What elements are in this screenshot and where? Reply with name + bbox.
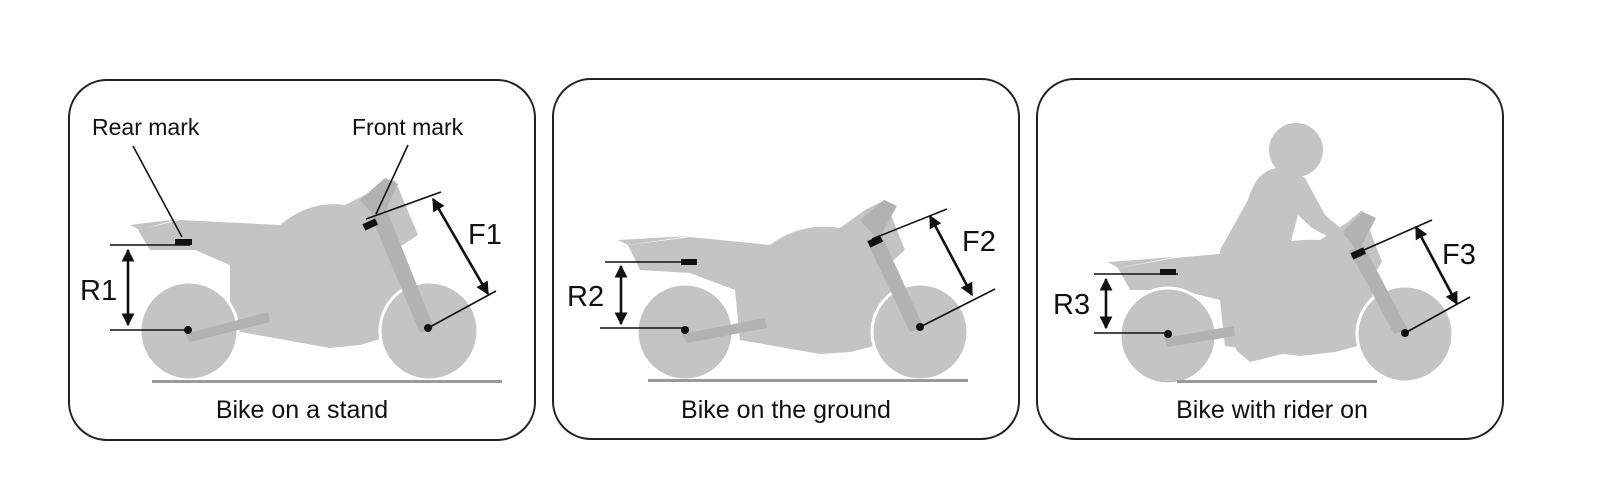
front-mark [362,218,379,231]
panel-frame [1036,78,1504,440]
rear-axle-dot [1164,330,1172,338]
rear-measure-label: R3 [1053,289,1090,321]
rear-mark-label: Rear mark [92,114,200,140]
front-measure-label: F1 [468,219,502,251]
rear-mark [175,239,192,245]
ground [648,379,968,382]
front-measure-label: F2 [962,226,996,258]
motorcycle-silhouette [618,200,970,382]
panel-frame [552,78,1020,440]
panel-caption: Bike on the ground [681,396,891,424]
motorcycle-silhouette [130,178,480,382]
panel-frame [68,79,536,441]
panel-bike-with-rider: R3 F3 Bike with rider on [1036,78,1504,440]
ground-stand [152,380,502,383]
front-mark-label: Front mark [352,114,464,140]
measurement-lines [1094,219,1471,334]
panel-bike-on-ground: R2 F2 Bike on the ground [552,78,1020,440]
ground [1177,380,1377,383]
measurement-lines [600,208,996,329]
front-wheel [873,285,967,379]
rider-silhouette [1220,123,1345,362]
panel-bike-on-stand: Rear mark Front mark R1 F1 Bike on a sta… [68,79,536,441]
measurement-lines [110,144,497,331]
panel-caption: Bike on a stand [216,396,388,424]
rear-mark [1160,269,1176,275]
rider-helmet [1269,123,1323,177]
rear-measure-label: R2 [567,281,604,313]
front-measure-label: F3 [1442,239,1476,271]
panel-caption: Bike with rider on [1176,396,1368,424]
front-mark [867,235,884,248]
rear-measure-label: R1 [80,275,117,307]
